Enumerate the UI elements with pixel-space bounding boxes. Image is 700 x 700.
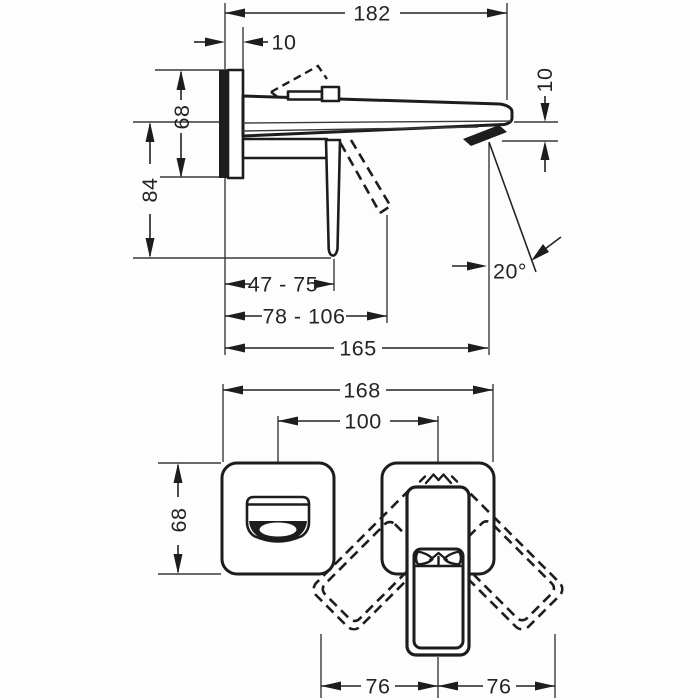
dim-label-68-side: 68 [170, 105, 194, 130]
dim-label-10-plate: 10 [272, 31, 297, 55]
handle-base-low [286, 90, 324, 101]
dimension-plate-height-front: 68 [167, 463, 191, 574]
side-view-extension-lines [133, 3, 558, 355]
dim-label-47-75: 47 - 75 [248, 273, 318, 297]
dimension-center-distance: 100 [278, 410, 438, 434]
dimension-outlet-drop: 10 [533, 68, 557, 172]
dim-label-20deg: 20° [493, 260, 527, 284]
aerator-front [259, 522, 297, 537]
dim-label-76-right: 76 [487, 675, 512, 699]
dim-label-182: 182 [353, 2, 390, 26]
lever-open-dashed [339, 139, 392, 215]
wall-plate-inwall-strip [219, 70, 229, 178]
dim-label-68-front: 68 [167, 508, 191, 533]
side-view-drawing: 182 10 68 84 [133, 2, 562, 361]
dimension-spray-angle: 20° [452, 141, 562, 284]
valve-body-side [241, 137, 329, 160]
dimension-left-clearance: 76 [321, 675, 438, 699]
dimension-plate-depth: 10 [194, 31, 296, 55]
dim-label-76-left: 76 [366, 675, 391, 699]
wall-plate-side [219, 68, 245, 180]
dimension-lever-height: 84 [138, 122, 162, 258]
dimension-lever-reach-open: 78 - 106 [225, 305, 387, 329]
lever-handle-side [324, 138, 342, 257]
front-view-drawing: 168 100 68 [158, 379, 564, 699]
dim-label-165: 165 [339, 337, 376, 361]
dim-label-84: 84 [138, 178, 162, 203]
aerator-outlet [463, 125, 507, 146]
dim-label-78-106: 78 - 106 [263, 305, 346, 329]
dimension-spout-reach: 165 [225, 337, 488, 361]
dimension-right-clearance: 76 [438, 675, 555, 699]
dimension-depth-total: 182 [225, 2, 507, 26]
lever-raised-dashed [270, 64, 328, 99]
spout-front [245, 495, 311, 543]
dim-label-168: 168 [343, 379, 380, 403]
handle-base-high [320, 85, 341, 103]
handle-rotation-arrows-icon [418, 473, 459, 485]
dimension-plate-height-side: 68 [170, 70, 194, 178]
spout-side [241, 85, 514, 146]
dim-label-10-outlet: 10 [533, 68, 557, 93]
dimension-lever-reach-closed: 47 - 75 [225, 273, 334, 297]
dim-label-100: 100 [344, 410, 381, 434]
wall-plate-face [226, 68, 245, 180]
dimension-width-total: 168 [223, 379, 493, 403]
handle-front [405, 473, 471, 657]
handle-pivot-detail [414, 550, 463, 568]
